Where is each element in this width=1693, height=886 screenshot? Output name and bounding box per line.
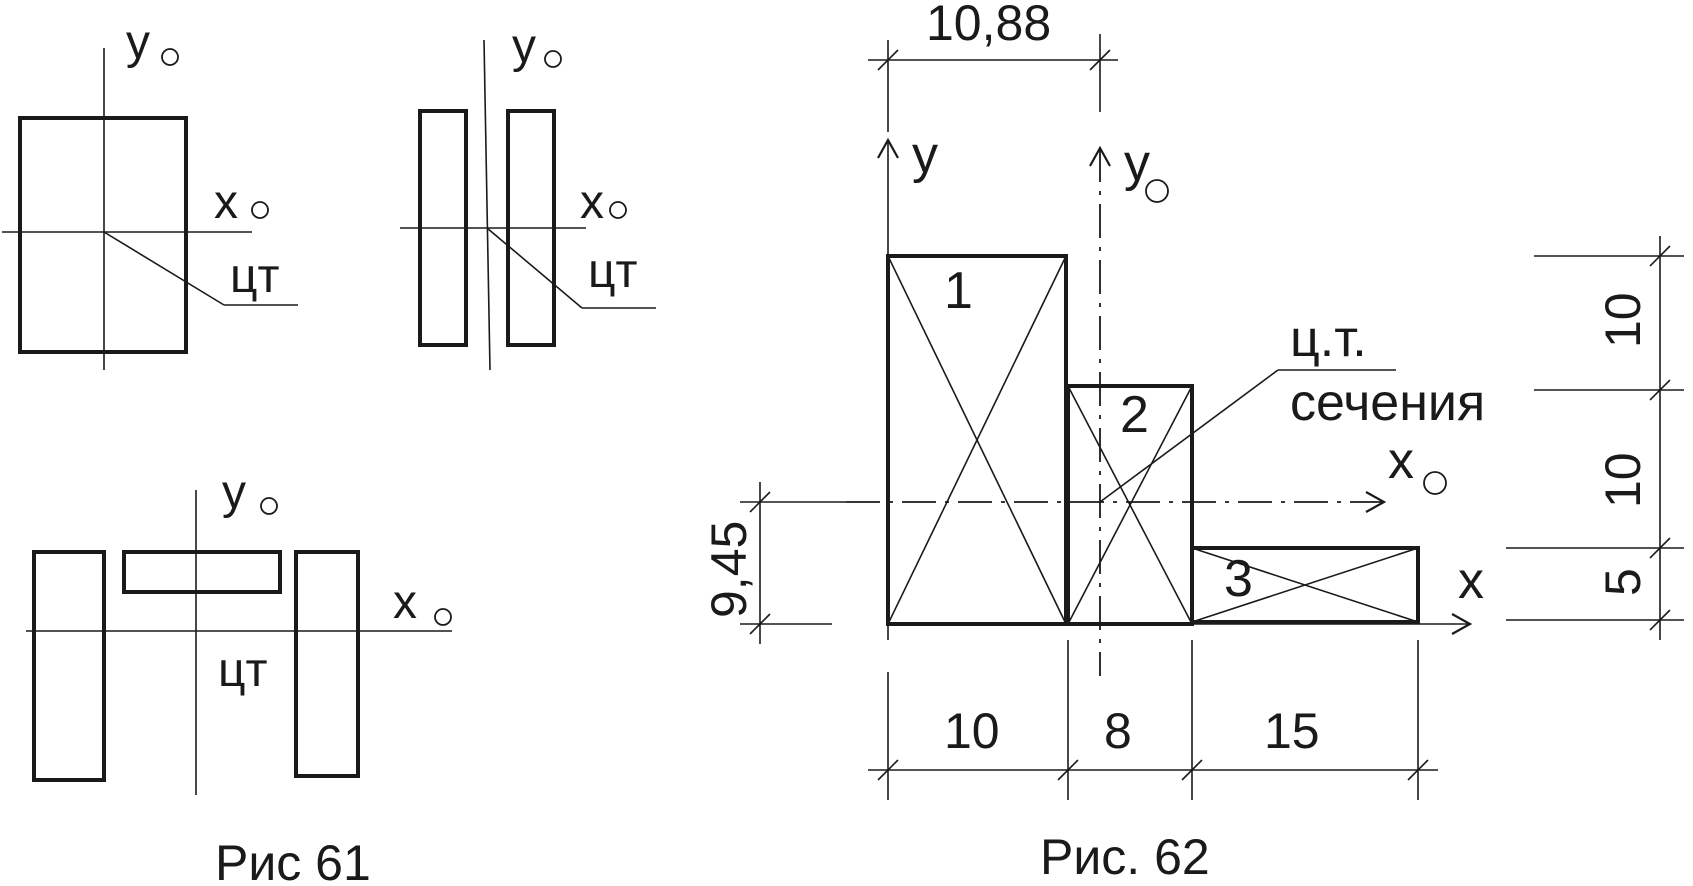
fig61-b-y0-axis: [483, 39, 491, 371]
fig62-x0-subscript-circle: [1423, 471, 1447, 495]
fig62-y-label: y: [912, 126, 938, 184]
fig62-part-1-label: 1: [944, 262, 973, 320]
fig62-bottom-dim-label-3: 15: [1264, 703, 1320, 759]
fig62-y-axis-arrow: [877, 137, 899, 159]
fig62-x-label: x: [1458, 552, 1484, 610]
fig62-left-dim-label: 9,45: [701, 521, 757, 618]
fig62-right-dim-tick-1: [1649, 245, 1671, 267]
fig61-b-ct-leader: [486, 227, 583, 309]
fig62-part-2-label: 2: [1120, 386, 1149, 444]
fig62-top-dim-tick-left: [877, 49, 899, 71]
fig62-bottom-dim-tick-4: [1407, 759, 1429, 781]
fig61-b-y0-subscript-circle: [544, 50, 562, 68]
fig62-top-dim-label: 10,88: [926, 0, 1051, 51]
fig62-right-dim-tick-2: [1649, 379, 1671, 401]
fig62-x0-label: x: [1388, 432, 1414, 490]
fig62-caption: Рис. 62: [1040, 829, 1210, 885]
fig62-right-dim-tick-4: [1649, 609, 1671, 631]
fig62-ct-label-line1: ц.т.: [1290, 310, 1367, 368]
fig61-b-x0-subscript-circle: [609, 201, 627, 219]
fig62-x-axis-arrow: [1451, 613, 1473, 635]
fig62-left-dim-tick-top: [749, 491, 771, 513]
fig62-bottom-dim-tick-2: [1057, 759, 1079, 781]
fig62-part-3-label: 3: [1224, 550, 1253, 608]
fig62-y0-axis-arrow: [1089, 145, 1111, 167]
fig61-c-y0-subscript-circle: [260, 497, 278, 515]
fig62-ct-label-line2: сечения: [1290, 374, 1485, 432]
fig61-c-x0-label: x: [393, 576, 417, 629]
fig61-a-x0-subscript-circle: [251, 201, 269, 219]
fig62-y0-subscript-circle: [1145, 179, 1169, 203]
fig61-a-ct-leader: [103, 231, 225, 306]
fig62-bottom-dim-tick-3: [1181, 759, 1203, 781]
fig62-part-2-diag-b: [1067, 385, 1193, 625]
fig61-c-x0-subscript-circle: [434, 608, 452, 626]
fig62-right-dim-tick-3: [1649, 537, 1671, 559]
fig61-b: y x цт: [400, 20, 656, 371]
fig61-c: y x цт: [26, 466, 452, 795]
fig61-a-rectangle: [18, 116, 188, 354]
fig61-c-top-plate: [122, 550, 282, 594]
fig61-a-x0-label: x: [214, 176, 238, 229]
fig61-b-y0-label: y: [512, 20, 536, 73]
fig61-a: y x цт: [2, 16, 298, 370]
fig62-part-1-diag-b: [887, 255, 1067, 625]
fig62: 1 2 3 y y x x ц.т. сечения 10,88: [701, 0, 1684, 800]
fig61-a-ct-label: цт: [230, 250, 279, 303]
fig62-bottom-dim-label-2: 8: [1104, 703, 1132, 759]
fig62-bottom-dim-tick-1: [877, 759, 899, 781]
fig62-x0-axis-arrow: [1365, 491, 1387, 513]
fig62-right-dim-label-1: 10: [1595, 292, 1651, 348]
fig62-bottom-dim-label-1: 10: [944, 703, 1000, 759]
fig61-caption: Рис 61: [215, 835, 371, 886]
fig62-left-dim-tick-bottom: [749, 613, 771, 635]
fig61-a-y0-label: y: [126, 16, 150, 69]
fig62-part-3-rect: [1190, 546, 1420, 624]
fig61-b-ct-label: цт: [588, 245, 637, 298]
fig62-right-dim-label-2: 10: [1595, 452, 1651, 508]
fig61-c-right-bar: [294, 550, 360, 778]
fig62-part-3-diag-b: [1191, 547, 1419, 623]
fig62-y0-label: y: [1124, 134, 1150, 192]
fig61-c-ct-label: цт: [218, 644, 267, 697]
fig61-c-y0-label: y: [222, 466, 246, 519]
fig62-top-dim-tick-right: [1089, 49, 1111, 71]
fig61-a-y0-subscript-circle: [161, 48, 179, 66]
fig61-c-left-bar: [32, 550, 106, 782]
fig62-right-dim-label-3: 5: [1595, 568, 1651, 596]
fig61-b-x0-label: x: [580, 176, 604, 229]
fig62-ct-leader: [1099, 369, 1279, 503]
